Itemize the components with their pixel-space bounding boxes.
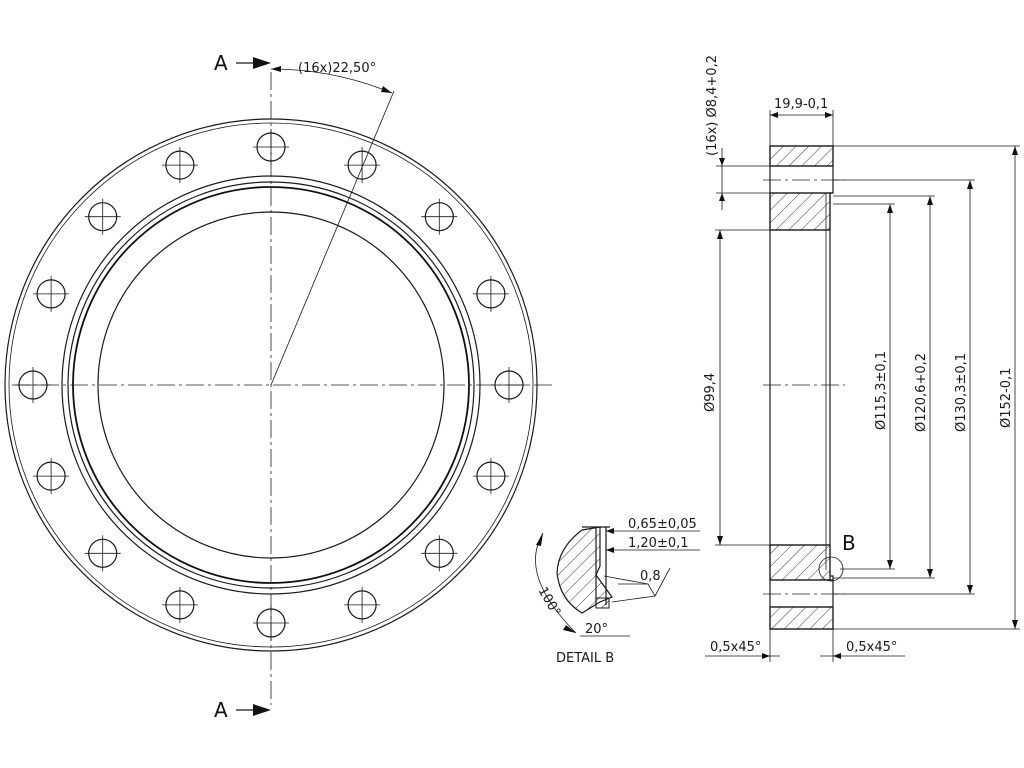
width-arrow-left: [770, 112, 778, 118]
bolt-holes: [15, 129, 527, 641]
bolt-hole: [15, 367, 51, 403]
d152-arrow-bottom: [1012, 620, 1018, 629]
roughness-value: 0,8: [640, 569, 661, 584]
section-upper-web: [769, 192, 831, 231]
bolt-hole: [472, 458, 509, 495]
bolt-hole: [33, 275, 70, 312]
angle-dimension-arc: [270, 68, 393, 94]
front-view: (16x)22,50° A A: [4, 51, 552, 722]
detail-b-marker-label: B: [842, 531, 856, 555]
roughness-leader: [603, 575, 649, 585]
chamfer-right-arrow: [833, 653, 841, 659]
section-arrow-top-head: [253, 57, 271, 69]
dim-depth-arrow: [606, 528, 614, 534]
d99-arrow-top: [717, 230, 723, 239]
arc-arrow-left: [271, 66, 281, 72]
bolt-hole: [84, 535, 121, 572]
d115-dim-text: Ø115,3±0,1: [874, 351, 889, 430]
section-label-top: A: [214, 51, 228, 75]
bolt-hole: [161, 586, 198, 623]
angle-20-text: 20°: [585, 622, 608, 637]
dim-width-arrow: [606, 547, 614, 553]
angle-radial-line: [270, 90, 395, 386]
section-arrow-bottom-head: [253, 704, 271, 716]
d130-dim-text: Ø130,3±0,1: [954, 353, 969, 432]
hole-arrow-bottom: [719, 193, 725, 201]
d120-arrow-bottom: [927, 569, 933, 578]
chamfer-right-text: 0,5x45°: [846, 640, 897, 655]
arc-arrow-right: [381, 86, 392, 93]
d120-arrow-top: [927, 196, 933, 205]
width-arrow-right: [825, 112, 833, 118]
d115-arrow-bottom: [887, 560, 893, 569]
bolt-hole: [421, 535, 458, 572]
dim-width-text: 1,20±0,1: [628, 536, 689, 551]
detail-lip: [595, 597, 610, 609]
d130-arrow-top: [967, 180, 973, 189]
angle-100-arrow-top: [536, 533, 543, 546]
width-dim-text: 19,9-0,1: [774, 97, 828, 112]
section-bottom-band: [769, 606, 834, 630]
bolt-hole: [161, 147, 198, 184]
bolt-hole: [253, 605, 289, 641]
angle-100-text: 100°: [535, 585, 564, 620]
angle-100-arrow-bottom: [563, 625, 576, 633]
side-section-view: B 19,9-0,1 (16x) Ø8,4+0,2 Ø99,4 Ø115,3±0…: [703, 55, 1020, 662]
bolt-hole: [491, 367, 527, 403]
detail-section-profile: [556, 526, 613, 614]
bolt-hole: [472, 275, 509, 312]
detail-b-view: 0,65±0,05 1,20±0,1 0,8 100° 20° DETAIL B: [535, 517, 700, 666]
d120-dim-text: Ø120,6+0,2: [914, 353, 929, 432]
d115-arrow-top: [887, 204, 893, 213]
dim-depth-text: 0,65±0,05: [628, 517, 697, 532]
d152-dim-text: Ø152-0,1: [999, 368, 1014, 428]
section-top-band: [769, 145, 834, 167]
roughness-symbol: [618, 567, 671, 597]
d99-arrow-bottom: [717, 536, 723, 545]
d130-arrow-bottom: [967, 585, 973, 594]
bolt-hole: [253, 129, 289, 165]
hole-dim-text: (16x) Ø8,4+0,2: [705, 55, 720, 156]
d152-arrow-top: [1012, 146, 1018, 155]
section-label-bottom: A: [214, 698, 228, 722]
bolt-hole: [84, 198, 121, 235]
angle-note: (16x)22,50°: [298, 61, 376, 76]
bolt-hole: [344, 147, 381, 184]
bolt-hole: [33, 458, 70, 495]
section-outline: [769, 145, 834, 630]
chamfer-left-arrow: [762, 653, 770, 659]
d99-dim-text: Ø99,4: [703, 373, 718, 412]
roughness-leader-2: [611, 595, 656, 603]
bolt-hole: [344, 586, 381, 623]
hole-arrow-top: [719, 158, 725, 166]
chamfer-left-text: 0,5x45°: [710, 640, 761, 655]
detail-title: DETAIL B: [556, 651, 614, 666]
bolt-hole: [421, 198, 458, 235]
